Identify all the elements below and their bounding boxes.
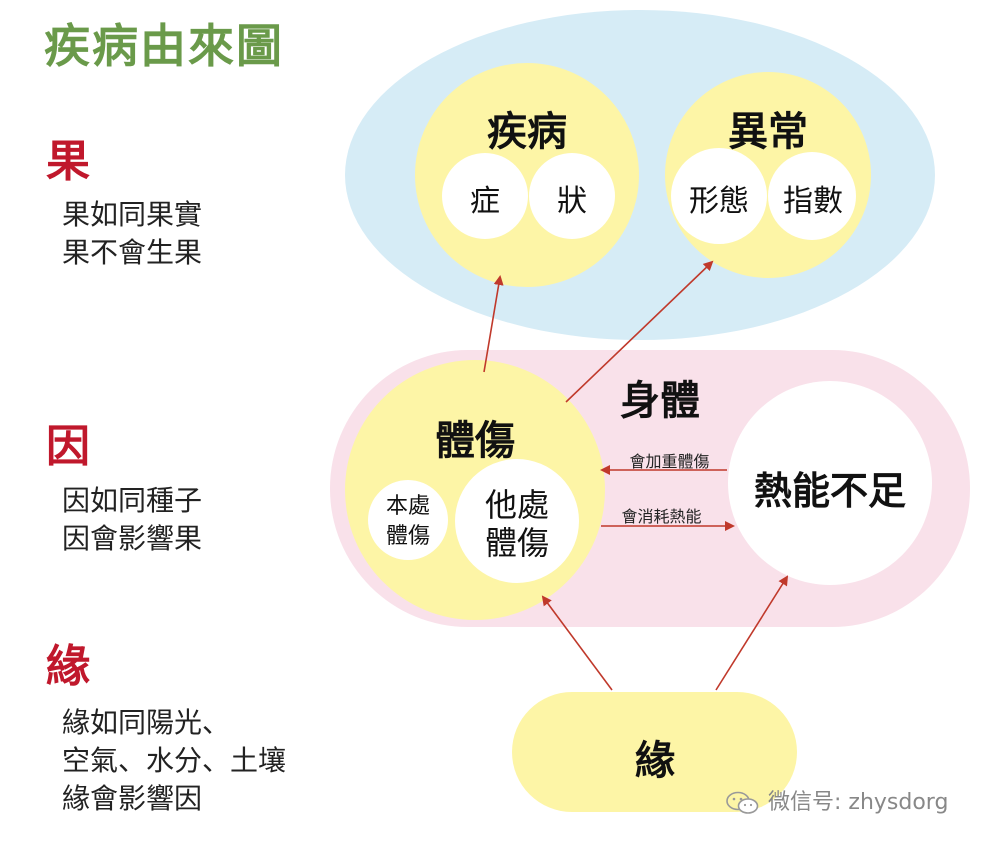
condition-pill bbox=[512, 692, 797, 812]
symptom-circle-2 bbox=[529, 153, 615, 239]
form-label: 形態 bbox=[689, 184, 749, 219]
cause-heading: 因 bbox=[46, 421, 90, 472]
wechat-watermark: 微信号: zhysdorg bbox=[725, 784, 948, 816]
symptom-circle-1 bbox=[442, 153, 528, 239]
symptom-label-1: 症 bbox=[470, 184, 500, 219]
arrow-injury-to-disease bbox=[483, 275, 504, 373]
condition-line-2: 空氣、水分、土壤 bbox=[62, 744, 287, 777]
cause-line-2: 因會影響果 bbox=[62, 522, 203, 555]
fruit-description: 果如同果實 果不會生果 bbox=[62, 196, 202, 272]
form-circle bbox=[671, 148, 767, 244]
index-circle bbox=[768, 152, 856, 240]
arrow-top-label: 會加重體傷 bbox=[629, 452, 710, 471]
condition-pill-label: 緣 bbox=[635, 738, 675, 784]
condition-heading: 緣 bbox=[46, 641, 90, 692]
arrow-injury-to-abnormal bbox=[565, 260, 714, 403]
arrow-condition-to-injury bbox=[541, 595, 613, 691]
heat-label: 熱能不足 bbox=[753, 469, 906, 513]
abnormal-label: 異常 bbox=[728, 109, 808, 155]
local-injury-label: 本處 體傷 bbox=[372, 492, 444, 552]
wechat-id: 微信号: zhysdorg bbox=[768, 790, 949, 815]
injury-label: 體傷 bbox=[435, 418, 515, 464]
index-label: 指數 bbox=[783, 184, 843, 219]
fruit-line-1: 果如同果實 bbox=[62, 198, 203, 231]
arrow-bottom-label: 會消耗熱能 bbox=[621, 507, 702, 526]
condition-line-3: 緣會影響因 bbox=[62, 782, 203, 815]
other-injury-label: 他處 體傷 bbox=[465, 486, 569, 562]
fruit-line-2: 果不會生果 bbox=[62, 236, 203, 269]
local-injury-line-2: 體傷 bbox=[385, 524, 430, 549]
local-injury-line-1: 本處 bbox=[385, 494, 430, 519]
condition-description: 緣如同陽光、 空氣、水分、土壤 緣會影響因 bbox=[62, 704, 286, 818]
other-injury-line-1: 他處 bbox=[484, 486, 549, 524]
fruit-heading: 果 bbox=[46, 136, 90, 187]
disease-label: 疾病 bbox=[487, 109, 567, 155]
arrow-condition-to-heat bbox=[715, 575, 789, 691]
other-injury-line-2: 體傷 bbox=[484, 524, 549, 562]
body-label: 身體 bbox=[620, 378, 700, 424]
heat-circle bbox=[728, 381, 932, 585]
cause-description: 因如同種子 因會影響果 bbox=[62, 482, 202, 558]
page-title: 疾病由來圖 bbox=[44, 19, 284, 73]
wechat-icon bbox=[725, 791, 761, 815]
cause-line-1: 因如同種子 bbox=[62, 484, 203, 517]
symptom-label-2: 狀 bbox=[557, 184, 587, 219]
condition-line-1: 緣如同陽光、 bbox=[62, 706, 231, 739]
other-injury-circle bbox=[455, 459, 579, 583]
local-injury-circle bbox=[368, 480, 448, 560]
